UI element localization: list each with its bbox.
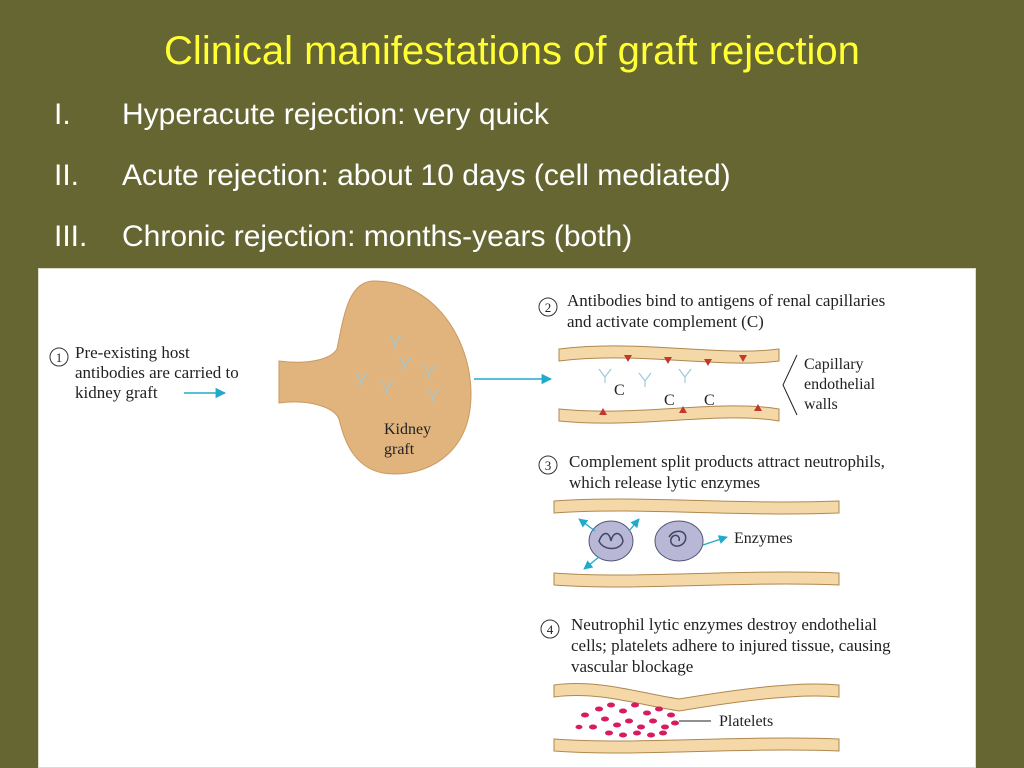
capillary-wall-top <box>553 498 840 515</box>
list-number: I. <box>54 98 71 131</box>
complement-label-1: C <box>614 382 625 399</box>
step1-caption: 1 Pre-existing host antibodies are carri… <box>49 343 239 402</box>
kidney-label-line1: Kidney <box>384 421 431 438</box>
step3-number-circle <box>538 455 558 475</box>
step2-line1: Antibodies bind to antigens of renal cap… <box>567 291 885 310</box>
enzyme-arrow-1 <box>578 518 596 532</box>
capillary-step2: C C C Capillary endothelial walls <box>558 345 876 424</box>
capillary-step3: Enzymes <box>553 498 840 588</box>
step2-number-circle <box>538 297 558 317</box>
step4-number: 4 <box>547 622 554 637</box>
step2-line2: and activate complement (C) <box>567 312 764 331</box>
capillary-label-line1: Capillary <box>804 356 864 373</box>
capillary-wall-top <box>558 345 780 364</box>
step3-caption: 3 Complement split products attract neut… <box>538 452 885 492</box>
step4-number-circle <box>540 619 560 639</box>
capillary-label-line3: walls <box>804 396 838 413</box>
kidney-graft: Kidney graft <box>278 280 553 475</box>
capillary-antibodies <box>598 368 692 387</box>
neutrophil-2-nucleus <box>668 530 687 547</box>
capillary-wall-bottom <box>558 405 780 424</box>
step2-caption: 2 Antibodies bind to antigens of renal c… <box>538 291 885 331</box>
step3-line1: Complement split products attract neutro… <box>569 452 885 471</box>
neutrophil-1-nucleus <box>598 532 624 550</box>
rejection-figure: 1 Pre-existing host antibodies are carri… <box>38 268 976 768</box>
step4-line2: cells; platelets adhere to injured tissu… <box>571 636 891 655</box>
kidney-shape <box>278 280 472 475</box>
enzymes-label: Enzymes <box>734 530 793 547</box>
list-number: II. <box>54 159 80 192</box>
antibody-icons <box>354 334 440 403</box>
step3-line2: which release lytic enzymes <box>569 473 760 492</box>
step2-number: 2 <box>545 300 552 315</box>
antigen-marks <box>599 355 762 415</box>
step1-line2: antibodies are carried to <box>75 363 239 382</box>
list-text: Acute rejection: about 10 days (cell med… <box>122 159 731 192</box>
enzyme-arrow-2 <box>583 556 600 570</box>
list-number: III. <box>54 220 88 253</box>
step4-caption: 4 Neutrophil lytic enzymes destroy endot… <box>540 615 891 676</box>
enzyme-arrow-4 <box>702 535 728 546</box>
step3-number: 3 <box>545 458 552 473</box>
rejection-diagram-svg: 1 Pre-existing host antibodies are carri… <box>49 280 891 754</box>
capillary-wall-bottom <box>553 737 840 754</box>
complement-label-2: C <box>664 392 675 409</box>
platelets-label: Platelets <box>719 713 773 730</box>
platelet-cluster <box>575 702 679 738</box>
step1-number: 1 <box>56 350 63 365</box>
kidney-label-line2: graft <box>384 441 415 458</box>
capillary-wall-bottom <box>553 571 840 588</box>
step1-line1: Pre-existing host <box>75 343 190 362</box>
capillary-bracket <box>782 354 798 416</box>
enzyme-arrow-3 <box>628 518 640 532</box>
slide-title: Clinical manifestations of graft rejecti… <box>164 29 860 73</box>
step1-line3: kidney graft <box>75 383 158 402</box>
step1-number-circle <box>49 347 69 367</box>
capillary-label-line2: endothelial <box>804 376 876 393</box>
list-text: Hyperacute rejection: very quick <box>122 98 549 131</box>
capillary-wall-top <box>553 683 840 712</box>
step4-line3: vascular blockage <box>571 657 693 676</box>
capillary-step4: Platelets <box>553 683 840 754</box>
list-text: Chronic rejection: months-years (both) <box>122 220 633 253</box>
step4-line1: Neutrophil lytic enzymes destroy endothe… <box>571 615 877 634</box>
complement-label-3: C <box>704 392 715 409</box>
